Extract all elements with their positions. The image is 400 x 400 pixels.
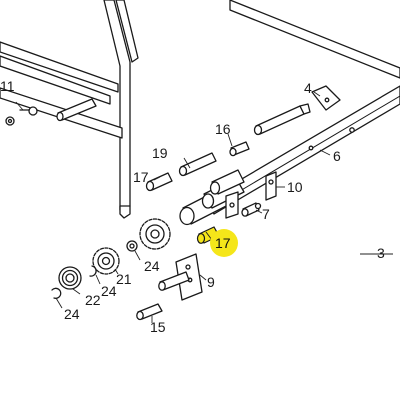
- bracket-10: [265, 171, 277, 201]
- frame-upper-tubes: [0, 0, 400, 105]
- sprocket-lower: [92, 247, 120, 275]
- sprocket-upper: [139, 218, 171, 250]
- washer-24-upper: [126, 240, 138, 252]
- long-pin: [253, 103, 311, 136]
- callout-4: 4: [304, 80, 312, 96]
- callout-17: 17: [133, 169, 149, 185]
- shaft-sleeves: [179, 169, 245, 226]
- callout-6: 6: [333, 148, 341, 164]
- callout-3: 3: [377, 245, 385, 261]
- callout-24-middle: 24: [101, 283, 117, 299]
- pin-16: [229, 141, 250, 157]
- bracket-top: [311, 85, 341, 111]
- callout-11: 11: [0, 78, 15, 94]
- pin-15: [136, 303, 163, 321]
- pin-17-upper: [145, 172, 173, 192]
- callout-labels: 11 4 3 6 7 10 9 15 16 17 17 19 21 22 24 …: [0, 78, 385, 335]
- callout-16: 16: [215, 121, 231, 137]
- callout-15: 15: [150, 319, 166, 335]
- sleeve-bracket: [225, 191, 239, 219]
- left-crossbar: [0, 87, 123, 139]
- callout-17-highlighted: 17: [215, 235, 231, 251]
- bolt-7: [241, 202, 262, 217]
- callout-10: 10: [287, 179, 303, 195]
- pin-19: [178, 152, 217, 177]
- circlip-24: [89, 265, 97, 277]
- bracket-9: [158, 253, 203, 301]
- callout-21: 21: [116, 271, 132, 287]
- frame-uprights: [103, 0, 139, 219]
- callout-7: 7: [262, 206, 270, 222]
- bearing-22: [58, 266, 82, 290]
- circlip-24-lower: [51, 287, 62, 299]
- highlight-badge: [210, 229, 238, 257]
- callout-19: 19: [152, 145, 168, 161]
- callout-24-lower: 24: [64, 306, 80, 322]
- callout-22: 22: [85, 292, 101, 308]
- callout-9: 9: [207, 274, 215, 290]
- callout-24-upper: 24: [144, 258, 160, 274]
- leader-lines: [15, 91, 393, 323]
